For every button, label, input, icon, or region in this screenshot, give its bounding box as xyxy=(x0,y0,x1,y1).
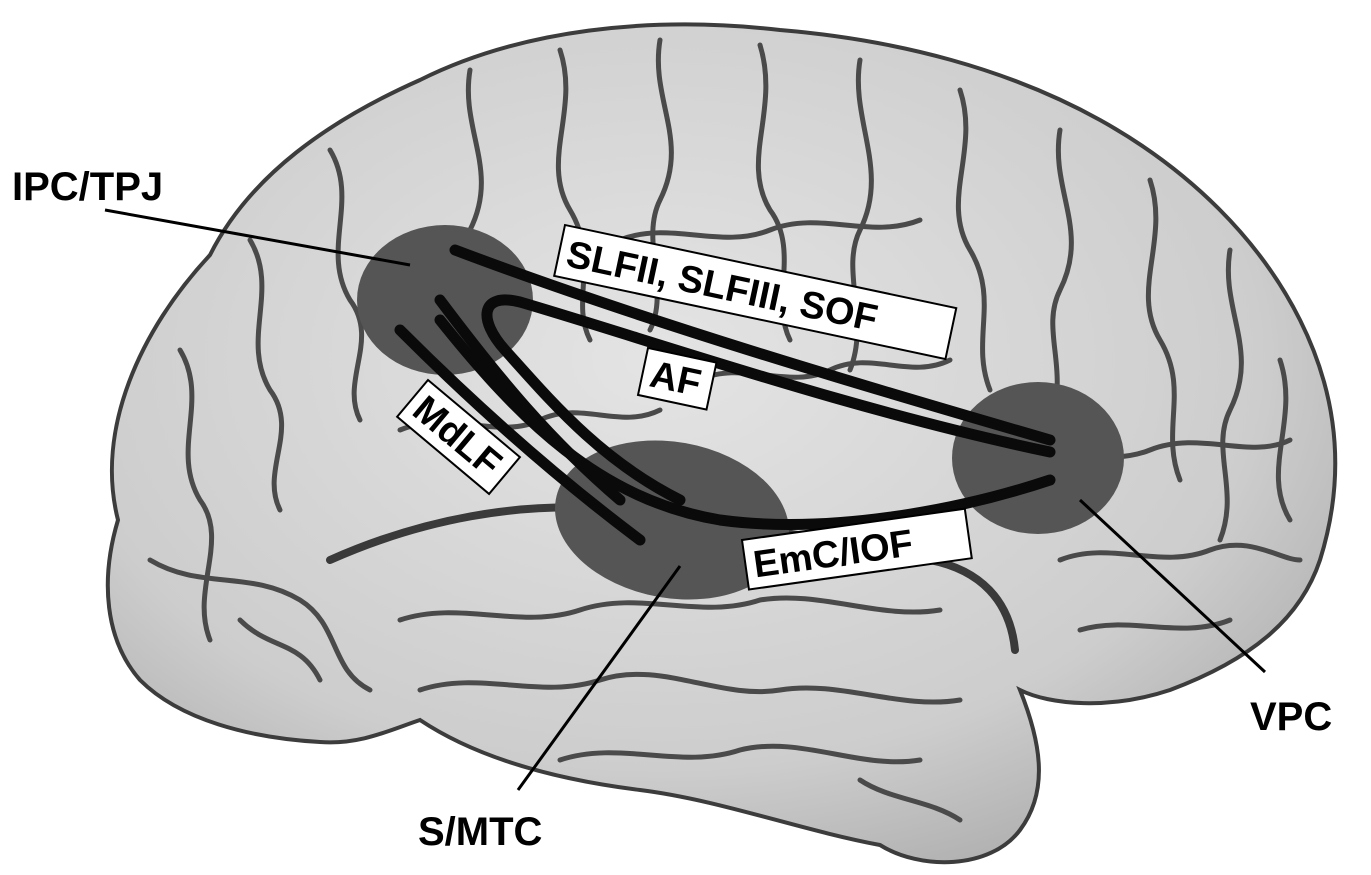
brain-outline xyxy=(108,24,1335,862)
brain-illustration xyxy=(108,24,1335,862)
label-ipc-tpj: IPC/TPJ xyxy=(12,165,163,209)
region-vpc xyxy=(952,382,1124,534)
label-vpc: VPC xyxy=(1250,695,1332,739)
label-s-mtc: S/MTC xyxy=(418,810,542,854)
